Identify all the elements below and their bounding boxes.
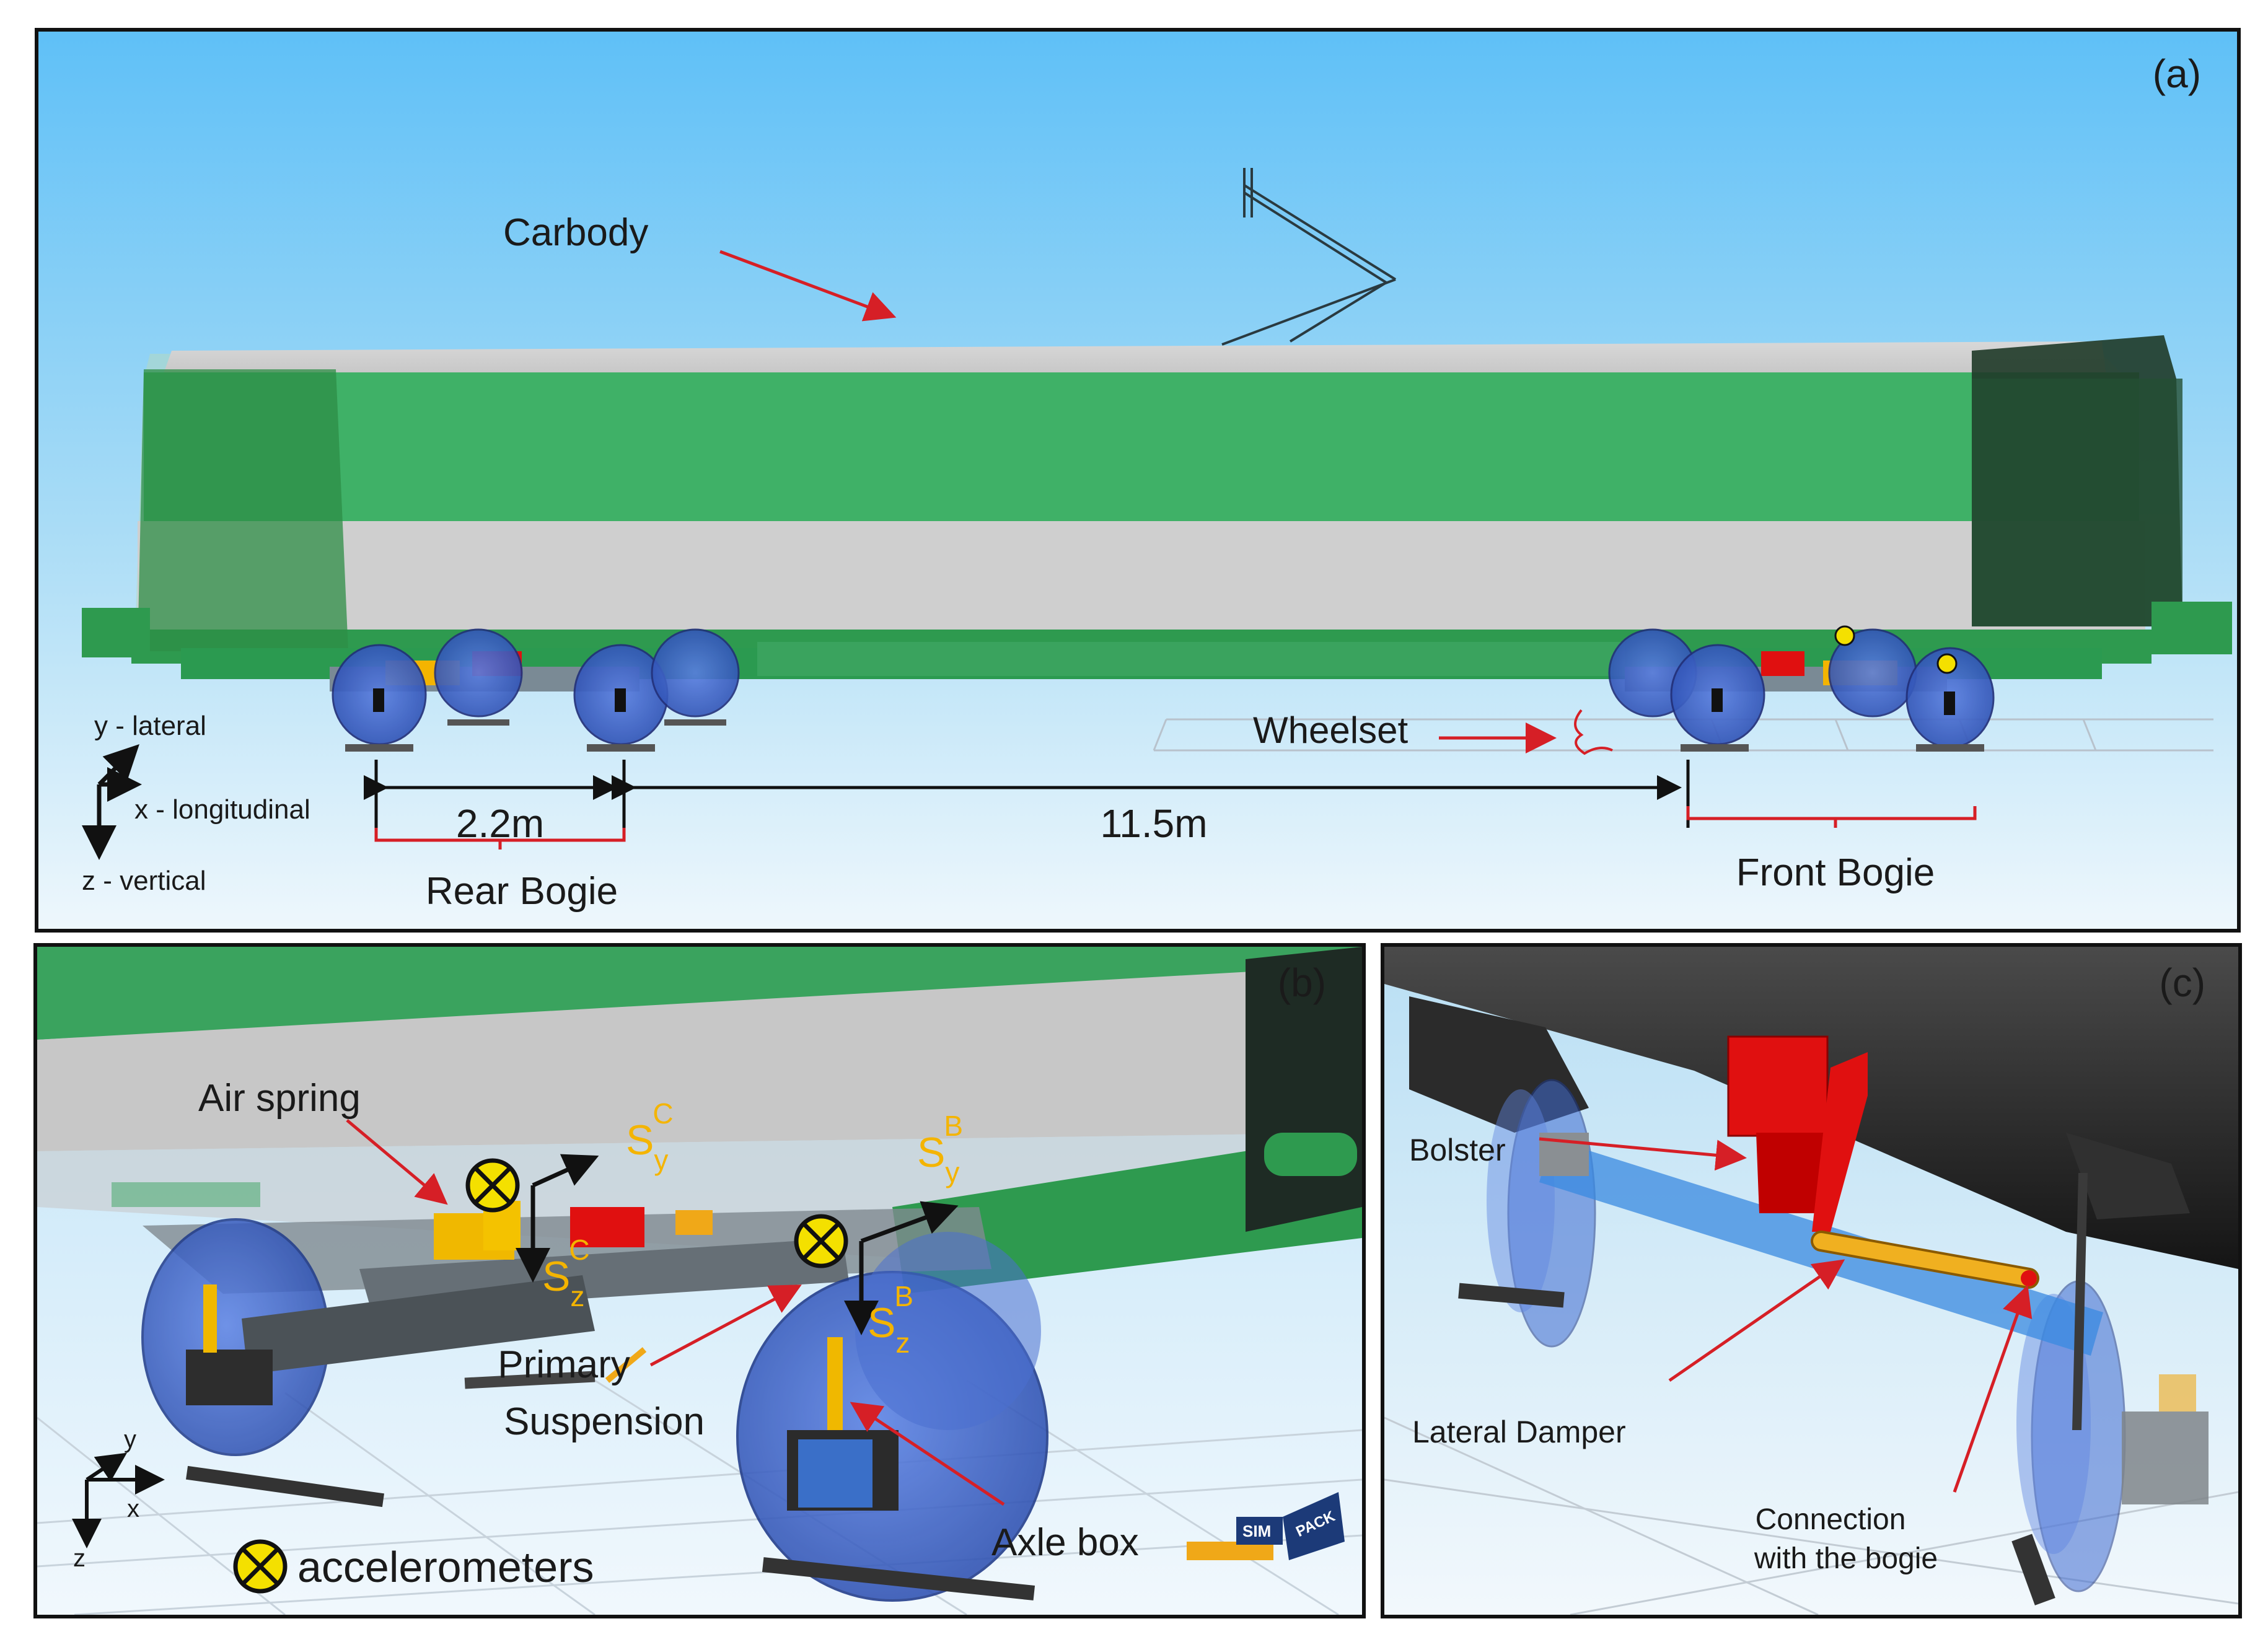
axis-label-x: x	[127, 1495, 139, 1522]
lateral-damper	[1811, 1231, 2039, 1289]
label-axle-box: Axle box	[991, 1521, 1139, 1564]
accelerometer-icon	[465, 1158, 520, 1213]
brace-wheelset	[1574, 709, 1613, 755]
legend-accelerometers: accelerometers	[297, 1543, 594, 1591]
label-dim-short: 2.2m	[456, 801, 544, 846]
svg-text:SIM: SIM	[1242, 1522, 1271, 1540]
panel-c-canvas: (c) Bolster Lateral Damper Connection wi…	[1384, 947, 2238, 1615]
panel-tag-b: (b)	[1278, 960, 1326, 1005]
floor-grid	[1384, 1416, 2238, 1615]
bracket-front-bogie	[1686, 806, 1977, 828]
axis-label-z: z - vertical	[82, 866, 206, 896]
axis-label-z: z	[73, 1545, 86, 1572]
bracket-rear-bogie	[374, 828, 626, 850]
panel-b: SyC SzC SyB SzB (b) Air spring Primary S…	[33, 943, 1366, 1618]
label-connection-1: Connection	[1756, 1503, 1906, 1536]
legend-accelerometer-icon	[233, 1539, 288, 1594]
arrow-connection	[1953, 1284, 2033, 1493]
arrow-axle-box	[850, 1402, 1005, 1506]
wheelset-left	[141, 1218, 596, 1508]
accelerometer-icon	[794, 1214, 848, 1268]
panel-a: (a) Carbody Wheelset 2.2m 11.5m Rear Bog…	[35, 28, 2241, 933]
arrow-carbody	[719, 250, 897, 322]
accelerometer-icon	[1834, 625, 1855, 646]
arrow-air-spring	[346, 1119, 448, 1205]
label-s-bogie-z: SzB	[868, 1280, 913, 1359]
label-suspension: Suspension	[504, 1400, 705, 1443]
panel-a-canvas: (a) Carbody Wheelset 2.2m 11.5m Rear Bog…	[38, 32, 2237, 929]
label-carbody: Carbody	[503, 211, 648, 254]
panel-tag-a: (a)	[2153, 51, 2201, 96]
local-axes-carbody	[516, 1154, 599, 1283]
label-lateral-damper: Lateral Damper	[1412, 1415, 1626, 1449]
axis-triad-a	[82, 744, 142, 860]
wheelset-right	[736, 1232, 1048, 1602]
label-air-spring: Air spring	[198, 1077, 361, 1120]
rear-bogie-model	[330, 628, 740, 752]
label-bolster: Bolster	[1409, 1133, 1506, 1167]
accelerometer-icon	[1936, 653, 1958, 674]
label-s-bogie-y: SyB	[917, 1110, 963, 1188]
pantograph	[1221, 168, 1397, 346]
label-wheelset: Wheelset	[1253, 709, 1408, 751]
label-front-bogie: Front Bogie	[1736, 851, 1935, 894]
panel-c: (c) Bolster Lateral Damper Connection wi…	[1381, 943, 2242, 1618]
axis-label-y: y - lateral	[94, 711, 206, 741]
panel-b-canvas: SyC SzC SyB SzB (b) Air spring Primary S…	[37, 947, 1362, 1615]
axis-label-x: x - longitudinal	[134, 794, 310, 825]
carbody	[82, 335, 2232, 679]
simpack-logo: SIM PACK	[1187, 1492, 1345, 1560]
bolster-block	[1727, 1035, 1868, 1232]
arrow-primary-suspension	[649, 1284, 802, 1367]
bogie-bracket	[2072, 1173, 2088, 1430]
label-s-carbody-y: SyC	[626, 1097, 674, 1176]
label-dim-long: 11.5m	[1100, 801, 1207, 846]
label-primary: Primary	[498, 1343, 630, 1386]
local-axes-bogie	[844, 1201, 959, 1335]
panel-tag-c: (c)	[2159, 960, 2205, 1005]
axis-triad-b	[72, 1452, 165, 1548]
label-connection-2: with the bogie	[1754, 1542, 1938, 1575]
label-rear-bogie: Rear Bogie	[426, 870, 618, 913]
carbody-closeup	[37, 947, 1362, 1294]
front-bogie-model	[1608, 625, 1995, 752]
arrow-bolster	[1539, 1137, 1747, 1171]
axis-label-y: y	[124, 1426, 136, 1453]
label-s-carbody-z: SzC	[542, 1234, 590, 1312]
arrow-lateral-damper	[1668, 1259, 1845, 1382]
